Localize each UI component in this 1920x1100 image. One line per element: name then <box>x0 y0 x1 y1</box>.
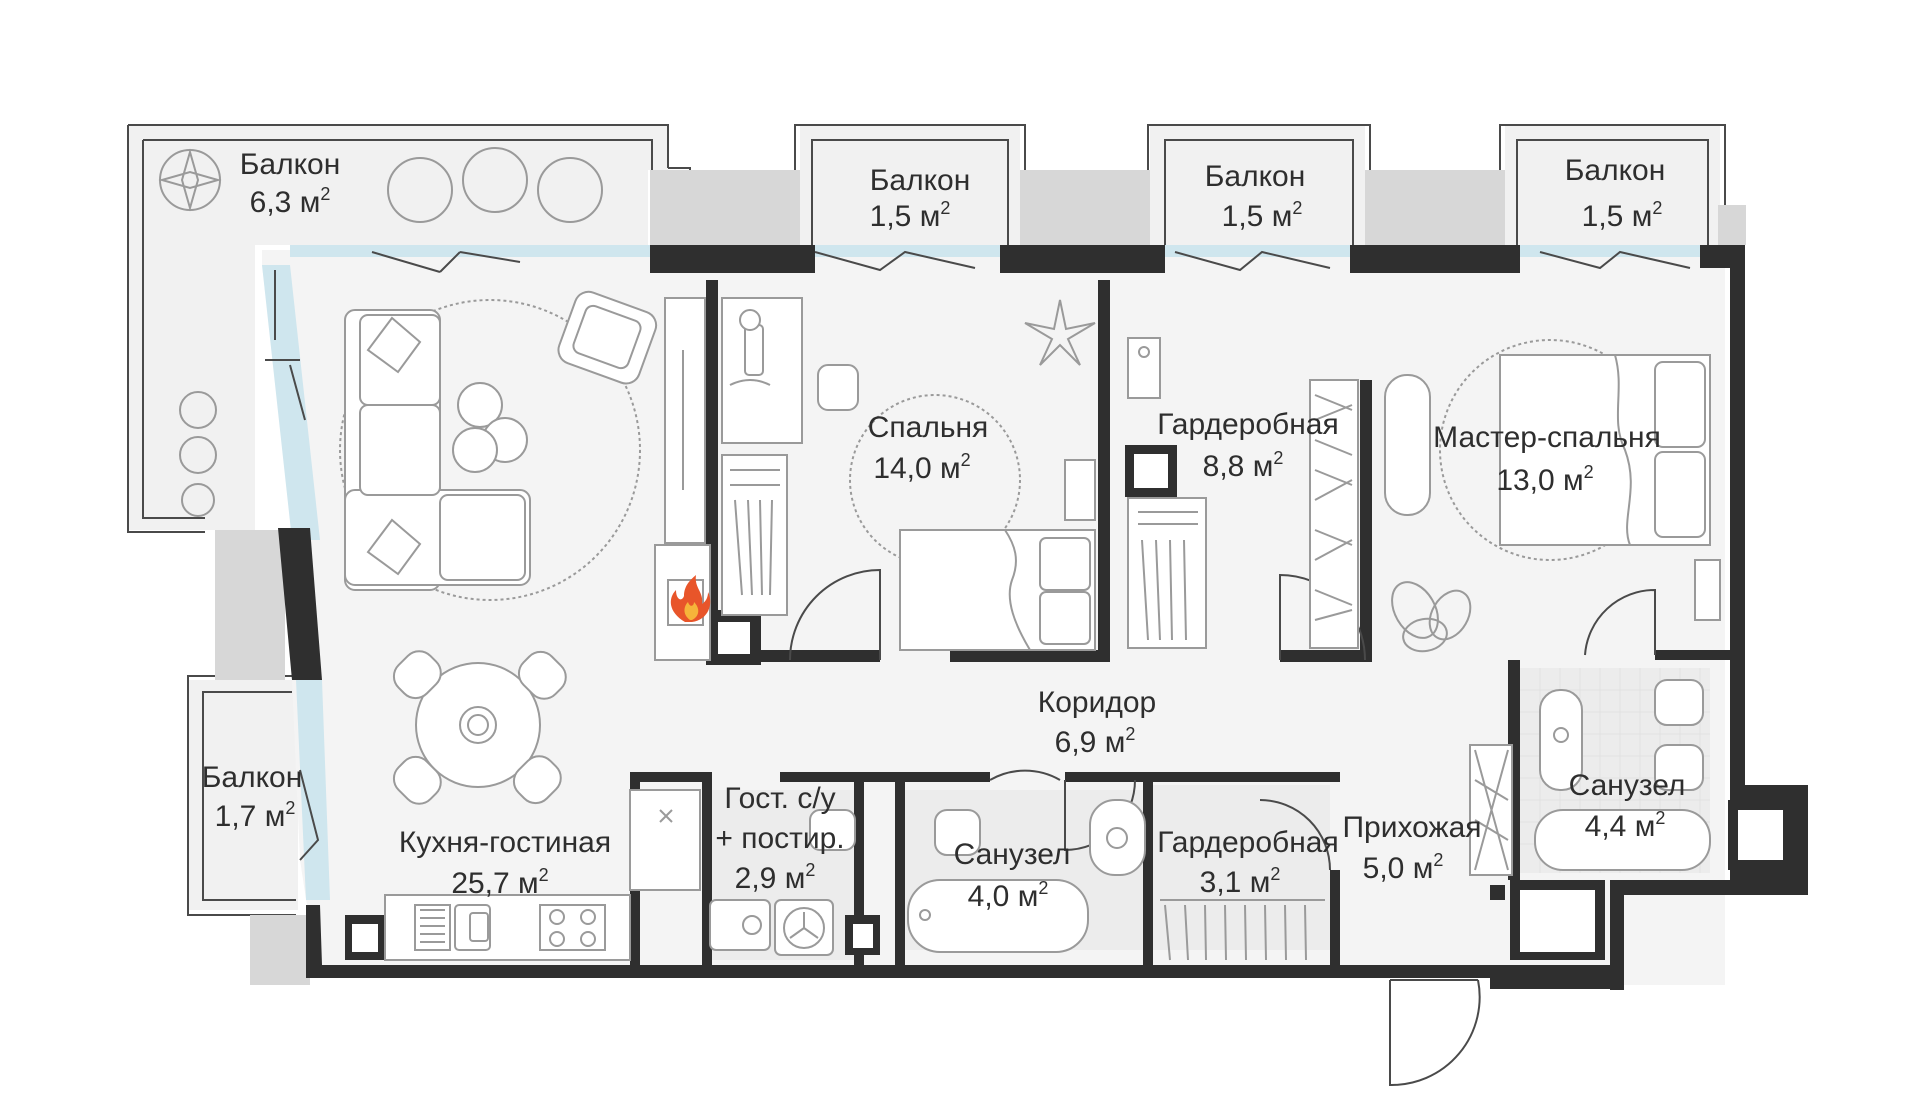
label-bedroom: Спальня 14,0 м2 <box>868 411 989 485</box>
room-name: Гардеробная <box>1157 826 1338 859</box>
room-area: 6,3 м <box>250 186 321 219</box>
room-name: Балкон <box>1205 160 1306 193</box>
room-area: 3,1 м <box>1200 866 1271 899</box>
room-name: Кухня-гостиная <box>399 826 611 859</box>
area-unit-sup: 2 <box>320 184 330 204</box>
room-labels: Балкон 6,3 м2 Балкон 1,5 м2 Балкон 1,5 м… <box>202 148 1686 913</box>
svg-text:1,7 м2: 1,7 м2 <box>215 798 296 833</box>
svg-text:1,5 м2: 1,5 м2 <box>1582 198 1663 233</box>
label-corridor: Коридор 6,9 м2 <box>1038 686 1156 759</box>
area-unit-sup: 2 <box>539 865 549 885</box>
svg-text:2,9 м2: 2,9 м2 <box>735 860 816 895</box>
room-name: Балкон <box>1565 154 1666 187</box>
svg-text:6,9 м2: 6,9 м2 <box>1055 724 1136 759</box>
label-balcony-top-2: Балкон 1,5 м2 <box>1205 160 1306 233</box>
room-area: 25,7 м <box>451 867 538 900</box>
label-hallway: Прихожая 5,0 м2 <box>1342 811 1481 885</box>
area-unit-sup: 2 <box>961 450 971 470</box>
svg-text:3,1 м2: 3,1 м2 <box>1200 864 1281 899</box>
room-name: Балкон <box>870 164 971 197</box>
area-unit-sup: 2 <box>1655 808 1665 828</box>
room-name: Балкон <box>202 761 303 794</box>
svg-text:8,8 м2: 8,8 м2 <box>1203 448 1284 483</box>
furniture <box>158 147 1721 961</box>
room-area: 5,0 м <box>1363 852 1434 885</box>
room-name: Гардеробная <box>1157 408 1338 441</box>
area-unit-sup: 2 <box>1433 850 1443 870</box>
label-balcony-top-left: Балкон 6,3 м2 <box>240 148 341 219</box>
area-unit-sup: 2 <box>1584 462 1594 482</box>
svg-text:1,5 м2: 1,5 м2 <box>870 198 951 233</box>
svg-text:4,4 м2: 4,4 м2 <box>1585 808 1666 843</box>
room-area: 13,0 м <box>1496 464 1583 497</box>
room-area: 4,4 м <box>1585 810 1656 843</box>
plant-icon <box>1391 581 1472 653</box>
label-balcony-top-1: Балкон 1,5 м2 <box>870 164 971 233</box>
area-unit-sup: 2 <box>1273 448 1283 468</box>
room-name: Мастер-спальня <box>1433 421 1661 454</box>
label-master-bedroom: Мастер-спальня 13,0 м2 <box>1433 421 1661 497</box>
room-area: 1,5 м <box>870 200 941 233</box>
area-unit-sup: 2 <box>1270 864 1280 884</box>
svg-text:1,5 м2: 1,5 м2 <box>1222 198 1303 233</box>
label-balcony-top-3: Балкон 1,5 м2 <box>1565 154 1666 233</box>
svg-text:5,0 м2: 5,0 м2 <box>1363 850 1444 885</box>
room-name: Спальня <box>868 411 989 444</box>
svg-text:4,0 м2: 4,0 м2 <box>968 878 1049 913</box>
room-area: 14,0 м <box>873 452 960 485</box>
area-unit-sup: 2 <box>805 860 815 880</box>
area-unit-sup: 2 <box>285 798 295 818</box>
fireplace-flame-icon <box>670 575 711 622</box>
area-unit-sup: 2 <box>1292 198 1302 218</box>
room-name: Гост. с/у <box>724 782 835 815</box>
room-name: Коридор <box>1038 686 1156 719</box>
label-kitchen-living: Кухня-гостиная 25,7 м2 <box>399 826 611 900</box>
label-bathroom-1: Санузел 4,0 м2 <box>954 838 1071 913</box>
room-name: Санузел <box>1569 769 1686 802</box>
plant-icon <box>1024 299 1096 366</box>
slabs <box>215 170 1746 985</box>
glazing <box>262 245 1700 900</box>
area-unit-sup: 2 <box>940 198 950 218</box>
room-name: Санузел <box>954 838 1071 871</box>
room-area: 1,5 м <box>1582 200 1653 233</box>
room-area: 4,0 м <box>968 880 1039 913</box>
balconies <box>127 124 1726 916</box>
label-wardrobe-small: Гардеробная 3,1 м2 <box>1157 826 1338 899</box>
walls <box>278 245 1808 990</box>
room-area: 1,7 м <box>215 800 286 833</box>
label-guest-wc: Гост. с/у + постир. 2,9 м2 <box>715 782 844 895</box>
label-bathroom-2: Санузел 4,4 м2 <box>1569 769 1686 843</box>
room-area: 8,8 м <box>1203 450 1274 483</box>
label-wardrobe-big: Гардеробная 8,8 м2 <box>1157 408 1338 483</box>
room-area: 6,9 м <box>1055 726 1126 759</box>
plant-icon <box>158 148 222 212</box>
svg-text:25,7 м2: 25,7 м2 <box>451 865 548 900</box>
room-area: 1,5 м <box>1222 200 1293 233</box>
svg-text:13,0 м2: 13,0 м2 <box>1496 462 1593 497</box>
svg-text:6,3 м2: 6,3 м2 <box>250 184 331 219</box>
label-balcony-left: Балкон 1,7 м2 <box>202 761 303 833</box>
room-name-line2: + постир. <box>715 822 844 855</box>
area-unit-sup: 2 <box>1652 198 1662 218</box>
room-name: Балкон <box>240 148 341 181</box>
room-area: 2,9 м <box>735 862 806 895</box>
area-unit-sup: 2 <box>1038 878 1048 898</box>
svg-text:14,0 м2: 14,0 м2 <box>873 450 970 485</box>
room-name: Прихожая <box>1342 811 1481 844</box>
area-unit-sup: 2 <box>1125 724 1135 744</box>
